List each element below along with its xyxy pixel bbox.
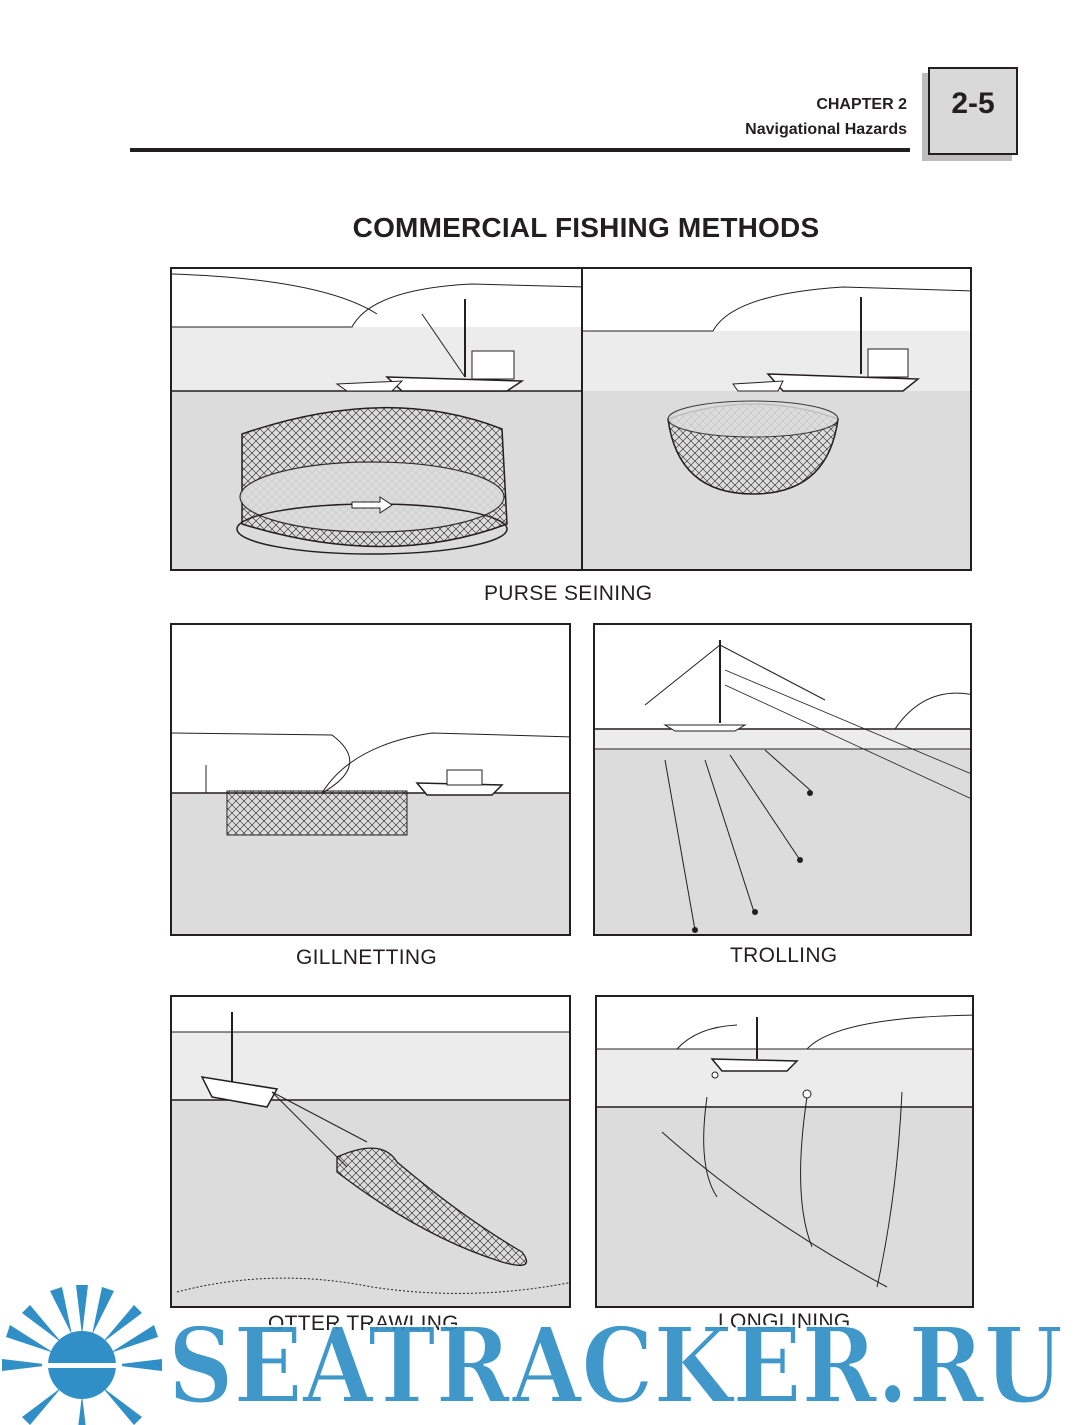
caption-longlining: LONGLINING [718,1310,851,1333]
watermark-text: SEATRACKER.RU [168,1304,1063,1425]
trolling-panel [593,623,972,936]
page-title: COMMERCIAL FISHING METHODS [352,212,820,243]
page-number-box: 2-5 [928,67,1018,155]
gillnetting-illustration [172,732,569,934]
section-label: Navigational Hazards [745,121,907,138]
purse-seining-left-illustration [172,273,581,569]
chapter-label: CHAPTER 2 [816,96,907,113]
purse-seining-panel-left [170,267,583,571]
otter-trawling-illustration [172,1012,569,1306]
trolling-illustration [595,640,970,934]
purse-seining-right-illustration [583,286,970,569]
longlining-illustration [597,1014,972,1306]
chapter-heading: CHAPTER 2 Navigational Hazards [745,92,907,142]
gillnetting-panel [170,623,571,936]
caption-gillnetting: GILLNETTING [296,946,437,969]
longlining-panel [595,995,974,1308]
otter-trawling-panel [170,995,571,1308]
caption-otter-trawling: OTTER TRAWLING [268,1312,459,1335]
watermark: SEATRACKER.RU [2,1285,1064,1425]
page-number: 2-5 [951,87,995,120]
purse-seining-panel-right [581,267,972,571]
caption-purse-seining: PURSE SEINING [484,582,653,605]
sun-icon [2,1285,162,1425]
caption-trolling: TROLLING [730,944,838,967]
header-rule [130,148,910,152]
